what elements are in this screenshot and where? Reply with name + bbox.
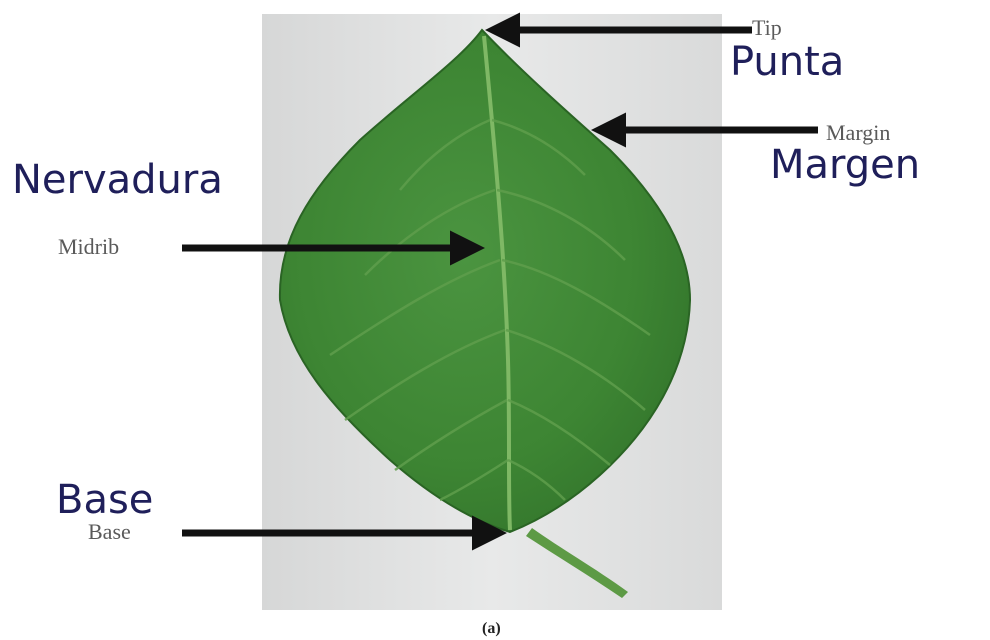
tip-label-en: Tip [752, 17, 782, 39]
margin-label-es: Margen [770, 145, 920, 185]
midrib-label-en: Midrib [58, 236, 119, 258]
midrib-label-es: Nervadura [12, 160, 223, 200]
figure-caption: (a) [482, 621, 501, 637]
base-label-en: Base [88, 521, 131, 543]
base-label-es: Base [56, 480, 153, 520]
tip-label-es: Punta [730, 42, 844, 82]
margin-label-en: Margin [826, 122, 890, 144]
